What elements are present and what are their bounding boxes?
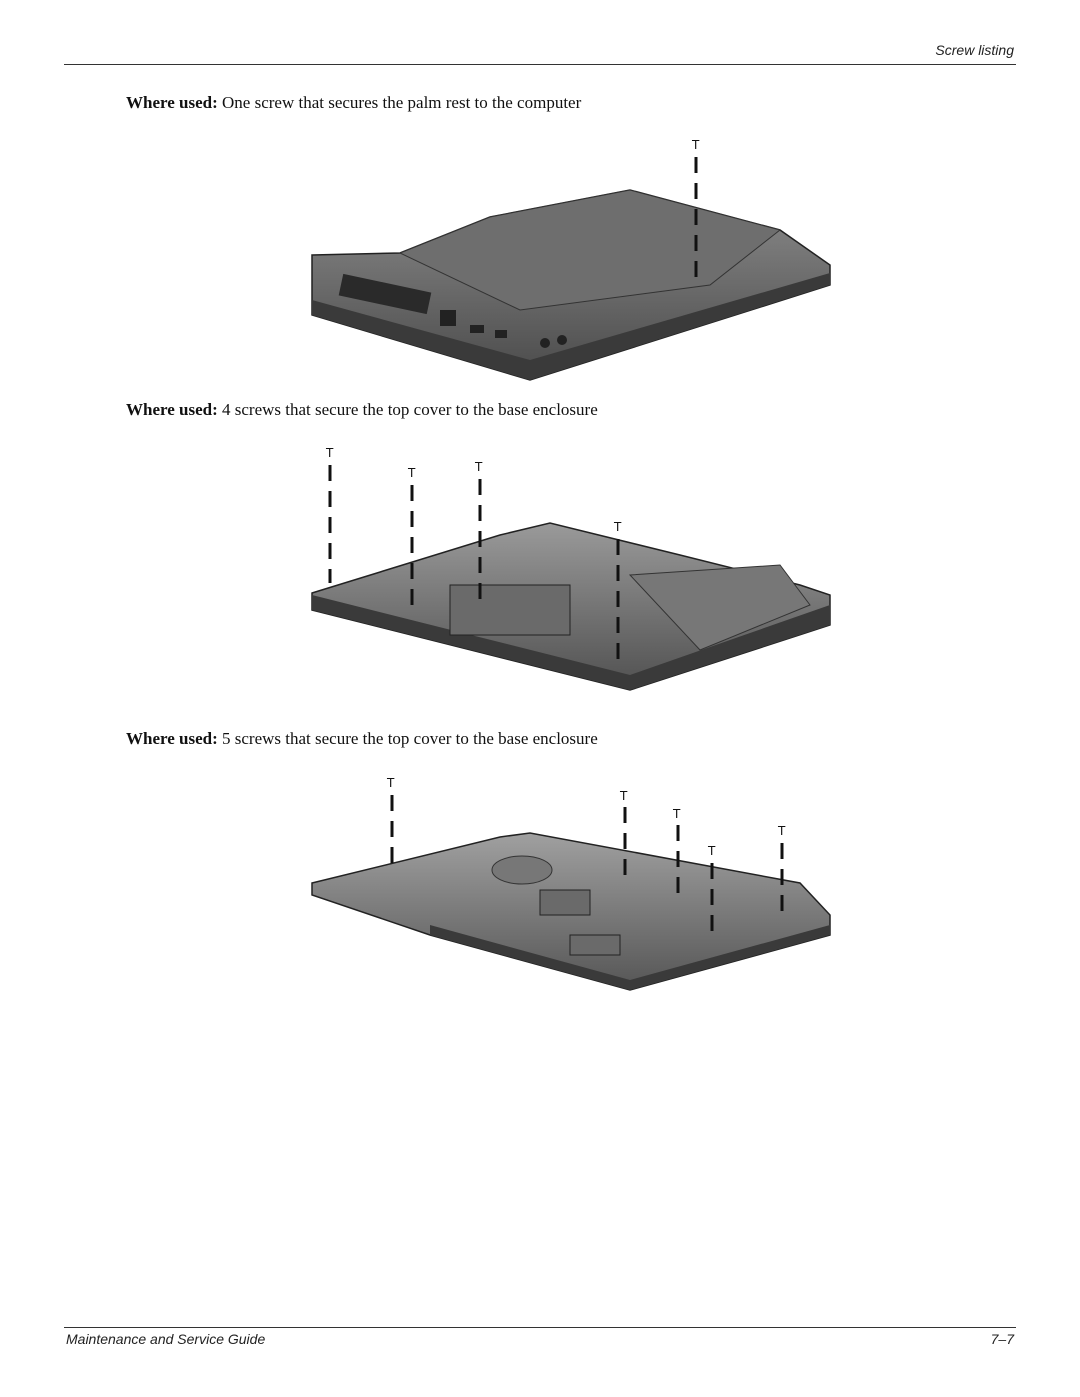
footer-guide-title: Maintenance and Service Guide [66, 1331, 266, 1347]
laptop-drive-bay [628, 564, 811, 651]
screw-indicator: T [672, 807, 681, 897]
where-used-label: Where used: [126, 400, 218, 419]
audio-jack-icon [557, 335, 567, 345]
connector-area [449, 584, 571, 636]
port-icon [440, 310, 456, 326]
where-used-label: Where used: [126, 729, 218, 748]
laptop-base-edge [312, 273, 830, 380]
laptop-base-panel [398, 189, 782, 311]
where-used-text: 5 screws that secure the top cover to th… [217, 729, 598, 748]
where-used-caption-3: Where used: 5 screws that secure the top… [126, 729, 598, 749]
top-cover-4-screws-figure: T T T T [311, 446, 831, 691]
svg-text:T: T [777, 824, 786, 838]
svg-text:T: T [474, 460, 483, 474]
screw-indicator: T [777, 824, 786, 915]
laptop-base-edge [312, 595, 830, 690]
card-slot [569, 934, 621, 956]
card-slot [539, 889, 591, 916]
screw-indicator: T [691, 138, 700, 285]
where-used-text: 4 screws that secure the top cover to th… [217, 400, 598, 419]
footer-rule [64, 1327, 1016, 1328]
screw-indicator: T [619, 789, 628, 875]
fan-area [491, 855, 553, 885]
where-used-caption-1: Where used: One screw that secures the p… [126, 93, 581, 113]
where-used-label: Where used: [126, 93, 218, 112]
svg-text:T: T [325, 446, 334, 460]
screw-indicator: T [613, 520, 622, 667]
svg-text:T: T [672, 807, 681, 821]
audio-jack-icon [540, 338, 550, 348]
svg-text:T: T [707, 844, 716, 858]
screw-indicator: T [386, 776, 395, 865]
port-icon [495, 330, 507, 338]
svg-text:T: T [386, 776, 395, 790]
header-rule [64, 64, 1016, 65]
header-section-title: Screw listing [935, 42, 1014, 58]
where-used-caption-2: Where used: 4 screws that secure the top… [126, 400, 598, 420]
palm-rest-screw-figure: T [311, 138, 831, 381]
screw-indicator: T [325, 446, 334, 583]
port-icon [470, 325, 484, 333]
svg-text:T: T [407, 466, 416, 480]
footer-page-number: 7–7 [990, 1331, 1014, 1347]
svg-text:T: T [613, 520, 622, 534]
top-cover-5-screws-figure: T T T T T [311, 776, 831, 991]
screw-indicator: T [407, 466, 416, 605]
svg-text:T: T [691, 138, 700, 152]
svg-text:T: T [619, 789, 628, 803]
where-used-text: One screw that secures the palm rest to … [217, 93, 582, 112]
vent-grille [338, 273, 432, 315]
screw-indicator: T [707, 844, 716, 937]
screw-indicator: T [474, 460, 483, 607]
